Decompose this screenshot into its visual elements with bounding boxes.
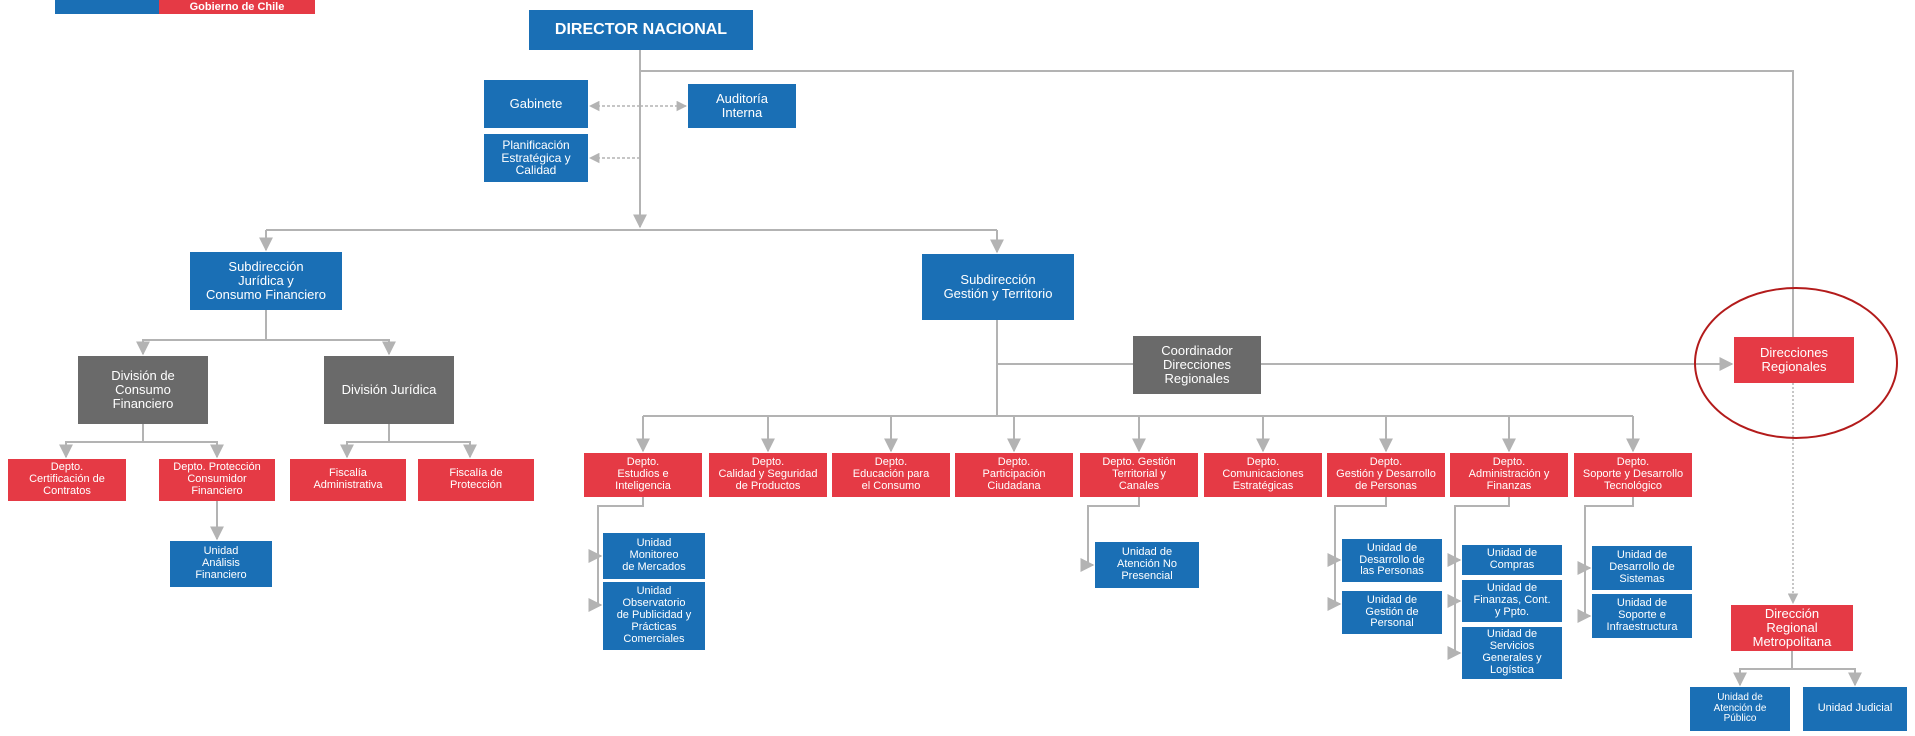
node-unidad-desarrollo-personas: Unidad de Desarrollo de las Personas <box>1342 539 1442 582</box>
logo-blue-block <box>55 0 159 14</box>
connector-31 <box>1080 497 1140 572</box>
connector-14 <box>389 441 477 459</box>
connector-11 <box>143 441 224 459</box>
node-sub-juridica: Subdirección Jurídica y Consumo Financie… <box>190 252 342 310</box>
node-direccion-metropolitana: Dirección Regional Metropolitana <box>1731 605 1853 651</box>
node-planificacion: Planificación Estratégica y Calidad <box>484 134 588 182</box>
node-div-juridica: División Jurídica <box>324 356 454 424</box>
node-unidad-servicios: Unidad de Servicios Generales y Logístic… <box>1462 627 1562 679</box>
node-depto-participacion: Depto. Participación Ciudadana <box>955 453 1073 497</box>
node-coordinador: Coordinador Direcciones Regionales <box>1133 336 1261 394</box>
connector-1 <box>640 70 1794 337</box>
node-unidad-sistemas: Unidad de Desarrollo de Sistemas <box>1592 546 1692 590</box>
node-depto-administracion: Depto. Administración y Finanzas <box>1450 453 1568 497</box>
connector-10 <box>59 424 144 459</box>
node-director: DIRECTOR NACIONAL <box>529 10 753 50</box>
node-depto-soporte: Depto. Soporte y Desarrollo Tecnológico <box>1574 453 1692 497</box>
connector-44 <box>1792 668 1862 687</box>
node-depto-territorial: Depto. Gestión Territorial y Canales <box>1080 453 1198 497</box>
node-depto-calidad: Depto. Calidad y Seguridad de Productos <box>709 453 827 497</box>
node-unidad-finanzas: Unidad de Finanzas, Cont. y Ppto. <box>1462 580 1562 622</box>
node-div-consumo: División de Consumo Financiero <box>78 356 208 424</box>
node-unidad-soporte: Unidad de Soporte e Infraestructura <box>1592 594 1692 638</box>
node-depto-comunicaciones: Depto. Comunicaciones Estratégicas <box>1204 453 1322 497</box>
connector-9 <box>266 339 396 356</box>
connector-8 <box>136 310 267 356</box>
highlight-circle <box>1694 287 1898 439</box>
node-depto-educacion: Depto. Educación para el Consumo <box>832 453 950 497</box>
node-unidad-monitoreo: Unidad Monitoreo de Mercados <box>603 533 705 579</box>
node-gabinete: Gabinete <box>484 80 588 128</box>
node-fiscalia-admin: Fiscalía Administrativa <box>290 459 406 501</box>
connector-35 <box>1454 497 1510 653</box>
node-auditoria: Auditoría Interna <box>688 84 796 128</box>
node-depto-personas: Depto. Gestión y Desarrollo de Personas <box>1327 453 1445 497</box>
node-unidad-analisis: Unidad Análisis Financiero <box>170 541 272 587</box>
connector-43 <box>1733 651 1793 687</box>
node-unidad-compras: Unidad de Compras <box>1462 545 1562 575</box>
node-depto-certificacion: Depto. Certificación de Contratos <box>8 459 126 501</box>
node-unidad-judicial: Unidad Judicial <box>1803 687 1907 731</box>
node-unidad-gestion-personal: Unidad de Gestión de Personal <box>1342 591 1442 634</box>
logo-caption: Gobierno de Chile <box>159 0 315 14</box>
node-depto-estudios: Depto. Estudios e Inteligencia <box>584 453 702 497</box>
node-unidad-no-presencial: Unidad de Atención No Presencial <box>1095 542 1199 588</box>
node-fiscalia-proteccion: Fiscalía de Protección <box>418 459 534 501</box>
node-sub-gestion: Subdirección Gestión y Territorio <box>922 254 1074 320</box>
node-depto-proteccion: Depto. Protección Consumidor Financiero <box>159 459 275 501</box>
node-unidad-observatorio: Unidad Observatorio de Publicidad y Prác… <box>603 582 705 650</box>
node-unidad-atencion-publico: Unidad de Atención de Público <box>1690 687 1790 731</box>
connector-13 <box>340 424 390 459</box>
government-logo: Gobierno de Chile <box>55 0 315 14</box>
